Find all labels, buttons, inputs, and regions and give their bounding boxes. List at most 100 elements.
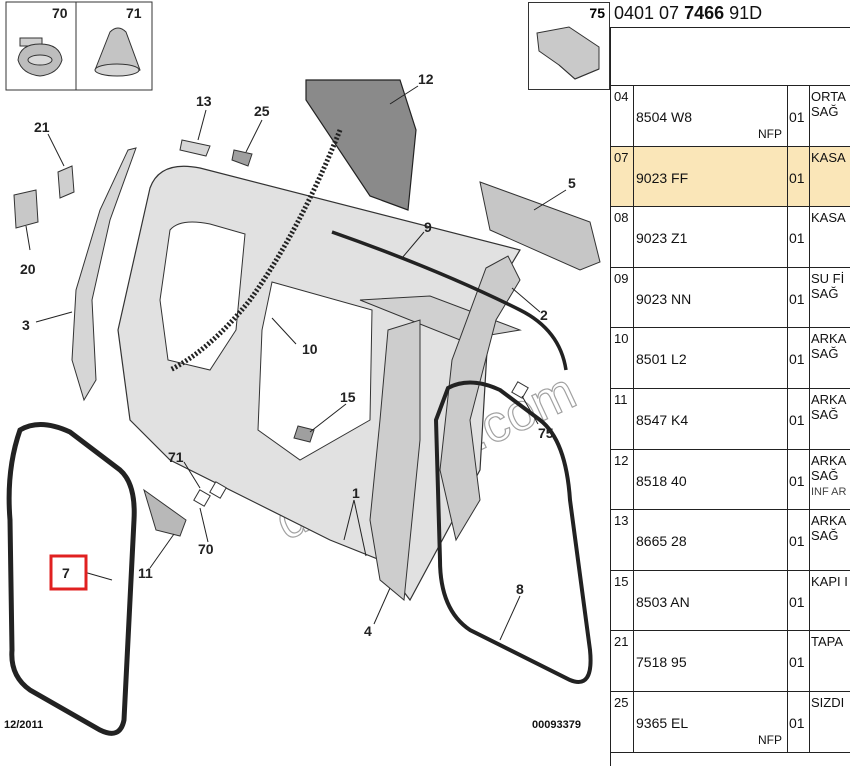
row-quantity: 01	[789, 533, 805, 550]
part-9-seal[interactable]	[331, 230, 568, 371]
callout-71: 71	[168, 449, 184, 465]
row-ref-number: 11	[614, 391, 628, 407]
diagram-date: 12/2011	[4, 719, 43, 731]
row-part-number: 8665 28	[636, 533, 687, 550]
thumb-71[interactable]: 71	[75, 1, 153, 91]
callout-70: 70	[198, 541, 214, 557]
row-ref-number: 08	[614, 210, 629, 226]
row-part-number: 9365 EL	[636, 714, 689, 731]
clip-75[interactable]	[511, 381, 529, 399]
callout-4: 4	[364, 623, 372, 639]
part-2-pillar[interactable]	[439, 255, 521, 542]
row-quantity: 01	[789, 654, 805, 671]
callout-8: 8	[516, 581, 524, 597]
part-12-pad[interactable]	[305, 79, 417, 211]
part-7-door-seal[interactable]	[6, 422, 137, 736]
row-ref-number: 12	[614, 452, 629, 468]
row-part-number: 8547 K4	[636, 411, 689, 428]
row-ref-number: 15	[614, 573, 629, 589]
bracket-icon	[536, 26, 600, 80]
table-row[interactable]: 15 8503 AN 01 KAPI I	[611, 570, 850, 632]
callout-20: 20	[20, 261, 36, 277]
row-quantity: 01	[789, 169, 805, 186]
callout-11: 11	[138, 565, 153, 581]
thumb-75-label: 75	[589, 5, 605, 21]
callout-15: 15	[340, 389, 356, 405]
part-15-clip[interactable]	[293, 425, 315, 443]
row-ref-number: 07	[614, 149, 629, 165]
row-part-number: 8503 AN	[636, 593, 690, 610]
callout-13: 13	[196, 93, 212, 109]
table-row[interactable]: 07 9023 FF 01 KASA	[611, 146, 850, 208]
callout-2: 2	[540, 307, 548, 323]
row-quantity: 01	[789, 714, 805, 731]
row-part-number: 9023 Z1	[636, 230, 688, 247]
callout-9: 9	[424, 219, 432, 235]
row-quantity: 01	[789, 290, 805, 307]
clip-71[interactable]	[209, 481, 227, 499]
row-part-number: 8518 40	[636, 472, 687, 489]
part-11-trim[interactable]	[143, 488, 187, 537]
callout-7-highlight[interactable]: 7	[49, 554, 88, 591]
part-10-strip[interactable]	[168, 129, 343, 373]
callout-7: 7	[62, 565, 70, 581]
row-quantity: 01	[789, 472, 805, 489]
part-20-vent[interactable]	[13, 189, 39, 229]
row-part-number: 7518 95	[636, 654, 687, 671]
row-ref-number: 10	[614, 331, 629, 347]
part-21-plug[interactable]	[57, 165, 75, 199]
callout-21: 21	[34, 119, 50, 135]
part-10-side-panel[interactable]	[117, 165, 522, 602]
part-3-pillar[interactable]	[71, 147, 137, 402]
row-quantity: 01	[789, 411, 805, 428]
row-quantity: 01	[789, 593, 805, 610]
part-25-clip[interactable]	[231, 149, 253, 167]
callout-1: 1	[352, 485, 360, 501]
clip-70[interactable]	[193, 489, 211, 507]
row-part-number: 9023 FF	[636, 169, 689, 186]
row-ref-number: 09	[614, 270, 629, 286]
diagram-ref: 00093379	[532, 719, 581, 731]
row-description: KAPI I	[811, 573, 848, 589]
catalog-code: 0401 07 7466 91D	[614, 3, 763, 23]
thumb-75[interactable]: 75	[528, 2, 610, 90]
row-description: TAPA	[811, 634, 844, 650]
row-part-number: 8501 L2	[636, 351, 687, 368]
callout-5: 5	[568, 175, 576, 191]
callout-10: 10	[302, 341, 318, 357]
thumb-70[interactable]: 70	[5, 1, 77, 91]
row-description: KASA	[811, 210, 846, 226]
row-description: KASA	[811, 149, 846, 165]
row-ref-number: 25	[614, 694, 629, 710]
part-8-door-seal[interactable]	[433, 380, 593, 684]
row-quantity: 01	[789, 109, 805, 125]
callout-12: 12	[418, 71, 434, 87]
row-quantity: 01	[789, 351, 805, 368]
row-note: NFP	[758, 127, 782, 141]
callout-25: 25	[254, 103, 270, 119]
part-13-clip[interactable]	[179, 139, 211, 157]
thumb-70-label: 70	[52, 5, 68, 21]
part-4-pillar[interactable]	[369, 319, 421, 601]
callout-75: 75	[538, 425, 554, 441]
leader-lines	[25, 85, 567, 641]
row-part-number: 8504 W8	[636, 109, 693, 125]
part-5-reinforcement[interactable]	[479, 181, 601, 271]
callout-3: 3	[22, 317, 30, 333]
